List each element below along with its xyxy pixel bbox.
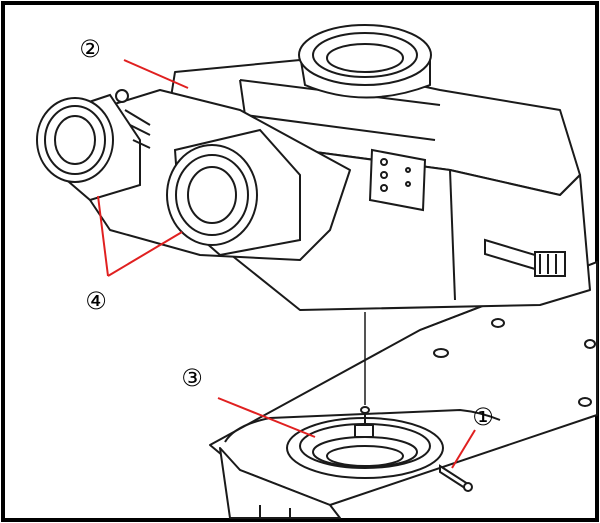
leader-line-4b <box>107 231 183 277</box>
callout-3: ③ <box>181 364 203 392</box>
control-panel <box>368 148 427 212</box>
dovetail-mount <box>286 406 444 479</box>
stand-bottom <box>259 505 291 518</box>
locking-screw <box>439 464 473 492</box>
leader-line-4a <box>97 195 109 277</box>
callout-1: ① <box>472 403 494 431</box>
leader-line-3 <box>217 397 316 438</box>
callout-2: ② <box>79 35 101 63</box>
leader-lines <box>97 59 476 469</box>
side-rod <box>484 238 566 277</box>
leader-line-1 <box>451 429 476 469</box>
left-eyepiece <box>36 93 151 202</box>
photo-port <box>298 24 432 99</box>
leader-line-2 <box>123 59 189 89</box>
stand-holes <box>433 318 596 407</box>
right-eyepiece <box>166 128 301 257</box>
callout-4: ④ <box>85 287 107 315</box>
